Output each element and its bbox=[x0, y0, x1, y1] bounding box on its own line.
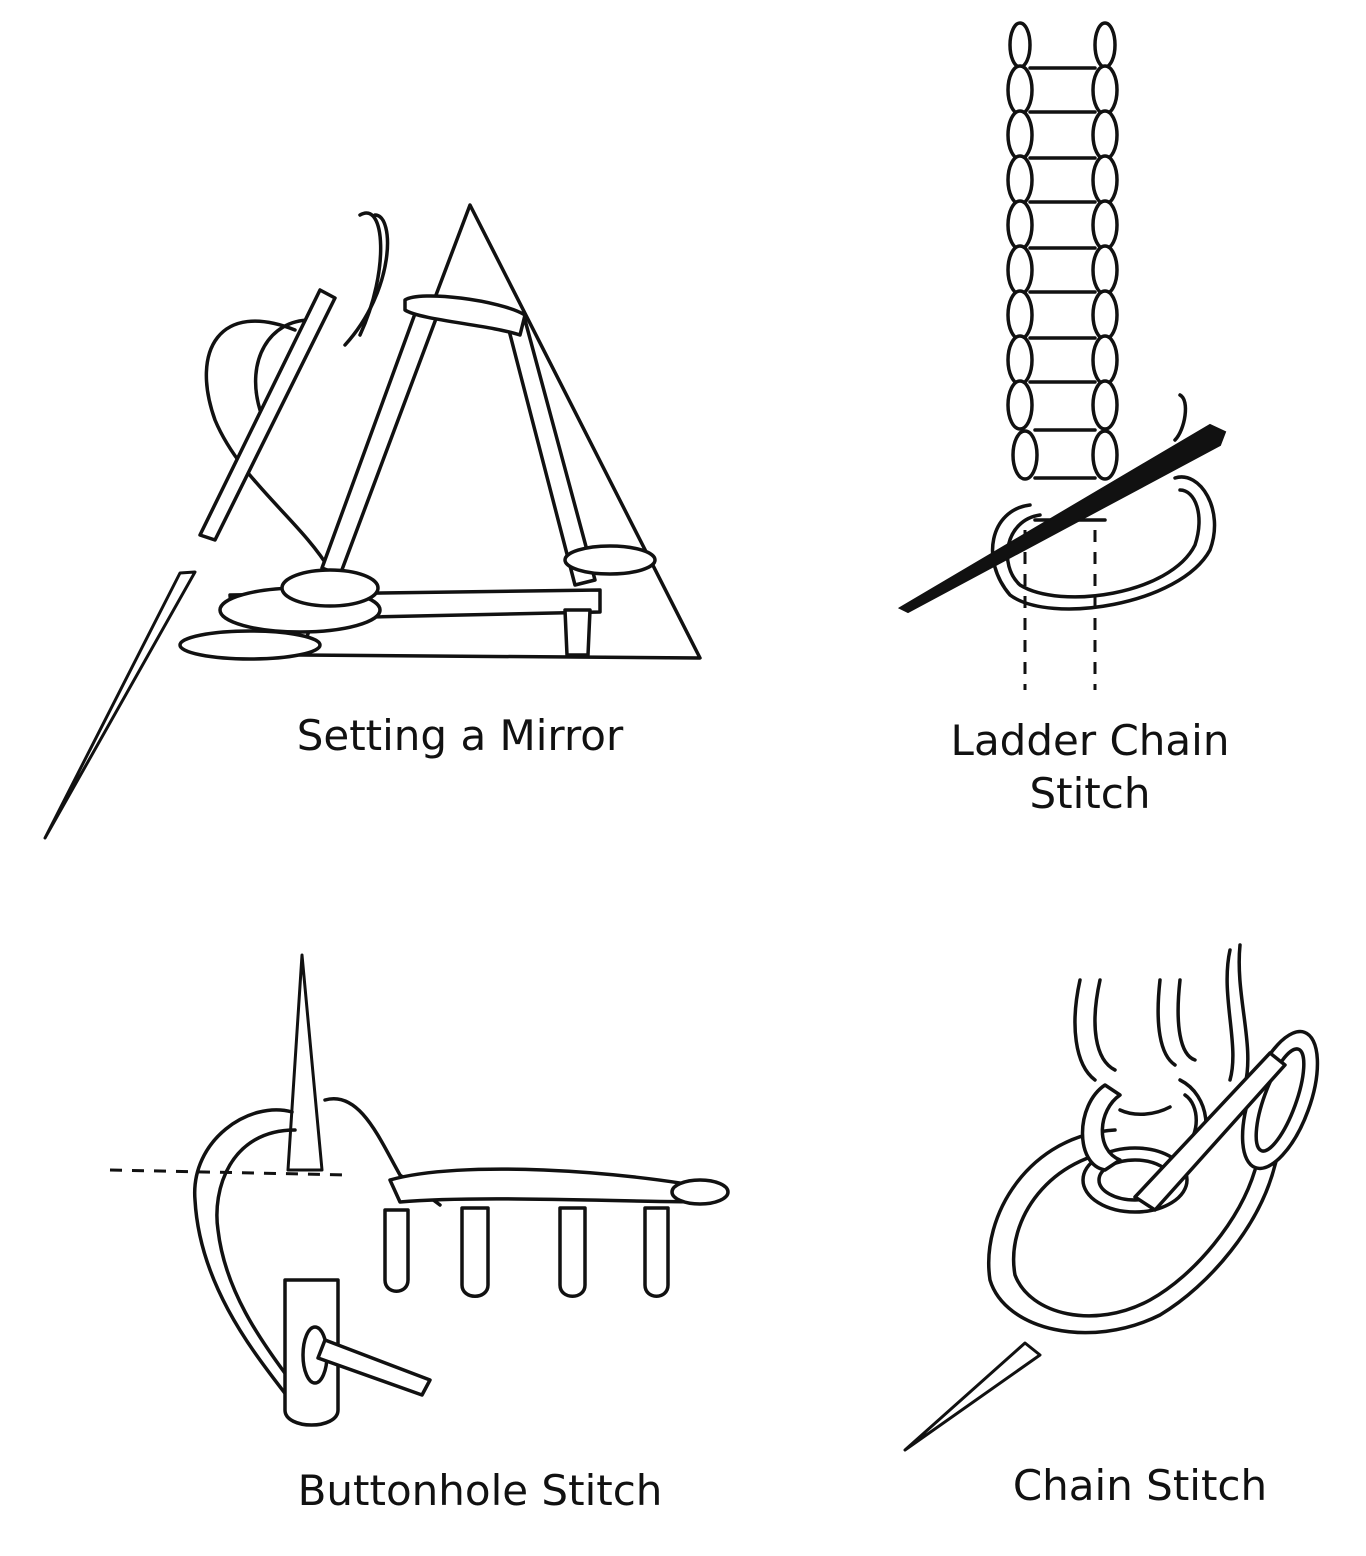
thread-bar-left-inner bbox=[320, 298, 442, 577]
needle-icon bbox=[1133, 1051, 1287, 1212]
caption-ladder-chain-line1: Ladder Chain bbox=[950, 716, 1230, 765]
chain-column-right bbox=[1091, 21, 1119, 481]
guide-line bbox=[109, 1168, 351, 1177]
needle-icon bbox=[897, 423, 1227, 614]
needle-point-icon bbox=[903, 1341, 1042, 1452]
ladder-rungs bbox=[1028, 66, 1107, 522]
thread-loop bbox=[204, 319, 332, 572]
setting-mirror-illustration bbox=[43, 203, 702, 840]
thread-end bbox=[283, 1278, 340, 1427]
needle-icon bbox=[43, 570, 197, 840]
chain-stitch-illustration bbox=[903, 943, 1320, 1452]
chain-link-upper bbox=[1080, 1083, 1122, 1172]
caption-setting-mirror: Setting a Mirror bbox=[296, 711, 624, 760]
chain-column-left bbox=[1006, 21, 1039, 481]
buttonhole-stitch-illustration bbox=[109, 953, 730, 1427]
caption-buttonhole: Buttonhole Stitch bbox=[297, 1466, 663, 1515]
stitch-legs bbox=[383, 1206, 670, 1298]
caption-chain: Chain Stitch bbox=[1012, 1461, 1268, 1510]
top-threads bbox=[1073, 943, 1250, 1087]
caption-ladder-chain-line2: Stitch bbox=[1029, 769, 1151, 818]
ladder-chain-stitch-illustration bbox=[897, 21, 1227, 690]
thread-loop bbox=[193, 1108, 294, 1402]
thread-bar-top bbox=[403, 294, 527, 337]
buttonhole-ridge bbox=[388, 1167, 730, 1206]
needle-icon bbox=[286, 953, 324, 1172]
thread-bar-right bbox=[503, 313, 597, 587]
thread-bar-left-outer bbox=[198, 288, 337, 542]
working-thread-loop bbox=[990, 475, 1217, 611]
